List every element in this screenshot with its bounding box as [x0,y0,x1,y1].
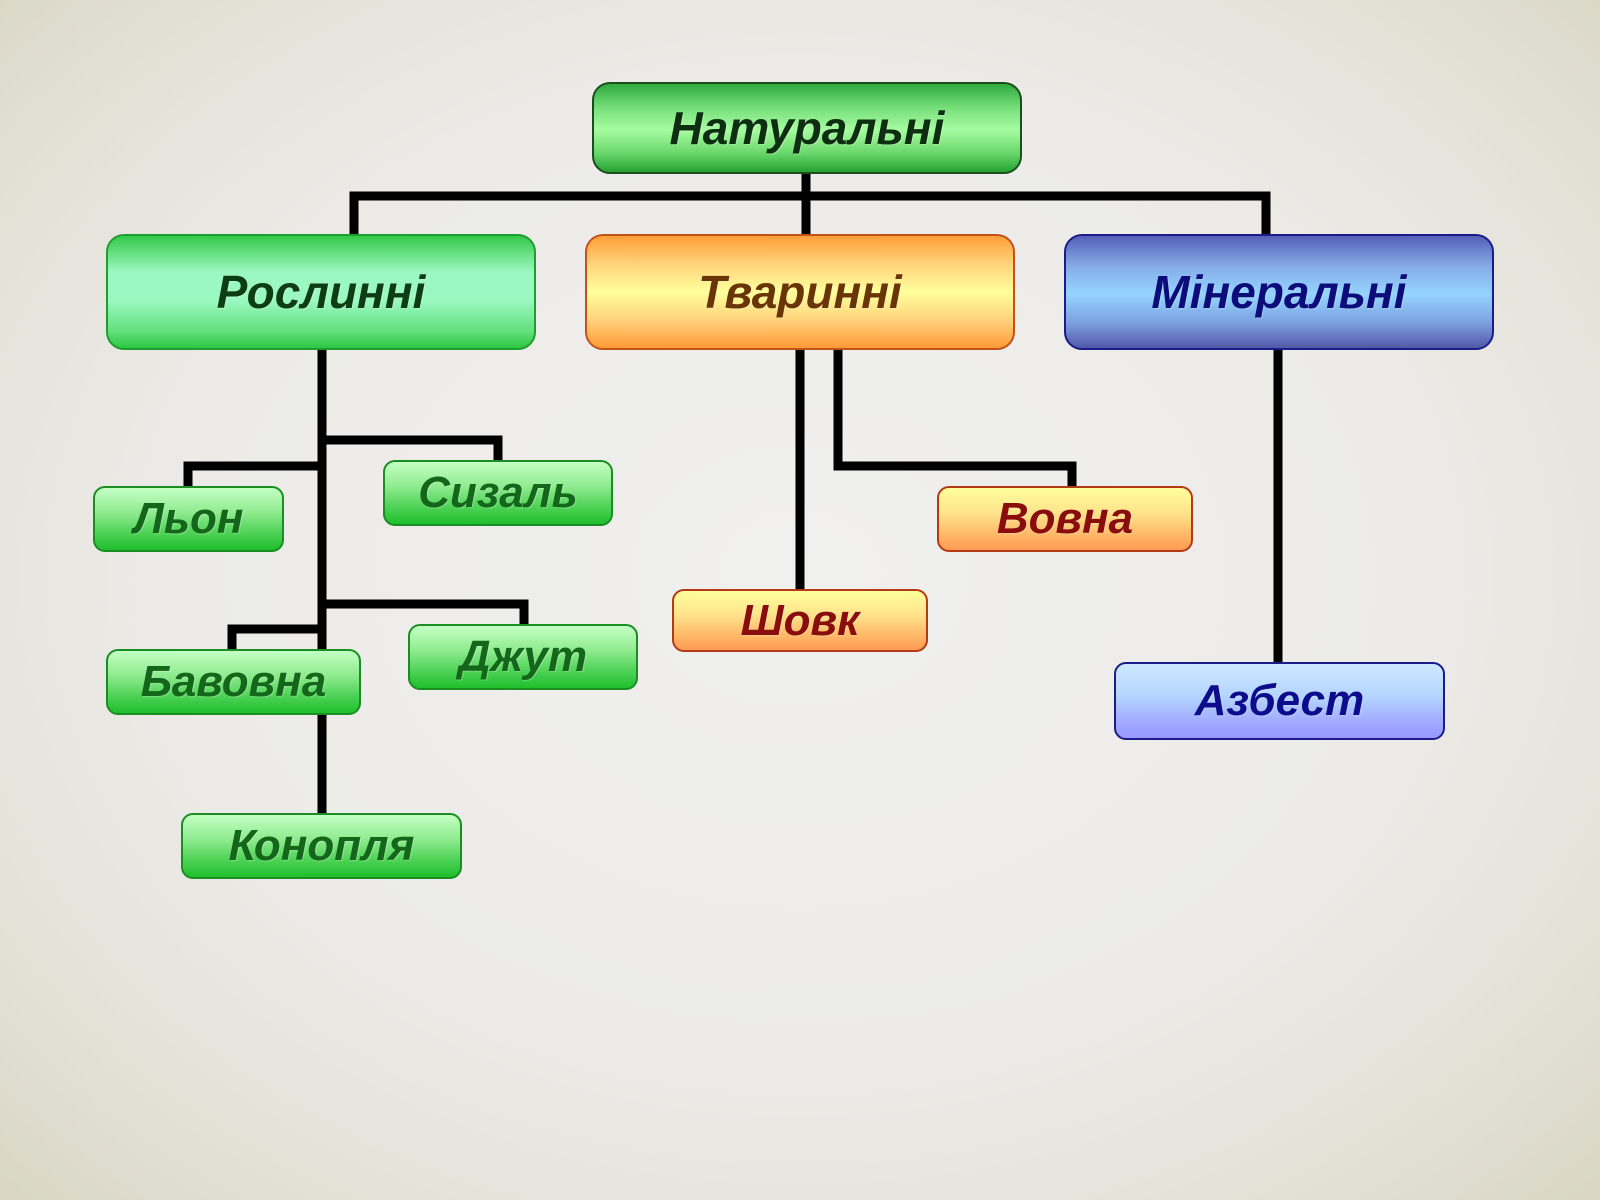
leaf-node-cotton: Бавовна [106,649,361,715]
leaf-node-wool: Вовна [937,486,1193,552]
leaf-node-hemp: Конопля [181,813,462,879]
leaf-node-jute-label: Джут [458,632,588,681]
leaf-node-wool-label: Вовна [996,494,1134,543]
connector-to-jute [317,599,529,627]
leaf-node-asbestos-label: Азбест [1194,676,1365,725]
leaf-node-sisal-label: Сизаль [418,468,578,517]
leaf-node-flax: Льон [93,486,284,552]
leaf-node-sisal: Сизаль [383,460,613,526]
root-node-label: Натуральні [669,102,945,154]
leaf-node-asbestos: Азбест [1114,662,1445,740]
category-node-plant-label: Рослинні [216,266,426,318]
category-node-animal: Тваринні [585,234,1015,350]
connector-to-flax [183,461,327,489]
category-node-plant: Рослинні [106,234,536,350]
category-node-mineral-label: Мінеральні [1151,266,1407,318]
leaf-node-cotton-label: Бавовна [140,657,327,706]
leaf-node-silk-label: Шовк [740,595,860,645]
leaf-node-hemp-label: Конопля [228,821,415,870]
leaf-node-flax-label: Льон [133,494,244,543]
connector-to-sisal [317,435,503,463]
connector-to-cotton [227,624,327,653]
connector-to-wool [833,345,1077,489]
leaf-node-silk: Шовк [672,589,928,652]
root-node-natural: Натуральні [592,82,1022,174]
leaf-node-jute: Джут [408,624,638,690]
category-node-animal-label: Тваринні [698,266,902,318]
category-node-mineral: Мінеральні [1064,234,1494,350]
